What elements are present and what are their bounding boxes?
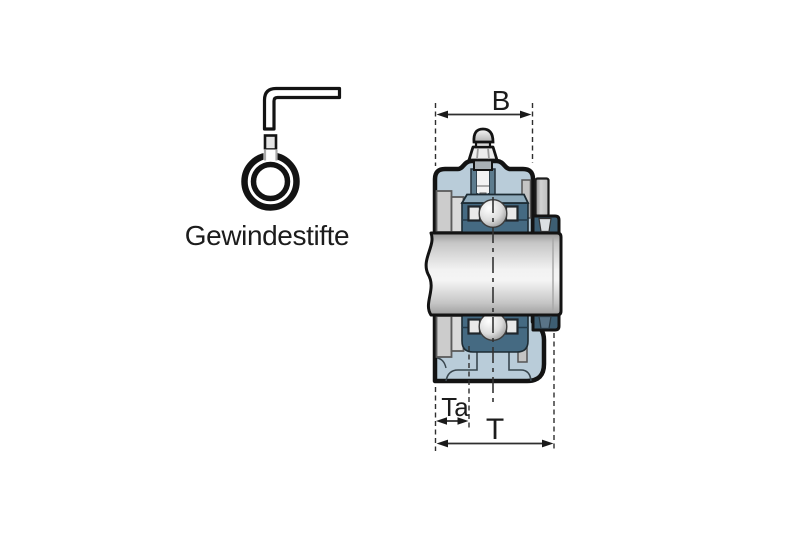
- nipple-dome: [472, 127, 495, 144]
- dimension-ta: Ta: [434, 346, 470, 451]
- housing-inner-fillet: [436, 357, 447, 369]
- locking-collar-right: [531, 177, 561, 332]
- collar-top-screw-hole: [538, 217, 552, 233]
- collar-bottom-screw-hole: [538, 315, 552, 330]
- legend-group: Gewindestifte: [185, 86, 350, 251]
- cage-bottom-left: [467, 318, 482, 335]
- cage-top-right: [504, 205, 519, 222]
- locking-ring-icon: [241, 149, 300, 211]
- seal-top-left-outer: [435, 190, 453, 233]
- set-screw-icon: [263, 134, 278, 151]
- dimension-b: B: [434, 85, 534, 166]
- grease-nipple: [467, 127, 499, 203]
- legend-label: Gewindestifte: [185, 220, 349, 251]
- nipple-hex: [467, 145, 499, 162]
- dimension-t-label: T: [486, 413, 504, 446]
- bearing-top: [460, 193, 530, 234]
- cage-bottom-right: [504, 318, 519, 335]
- seal-bottom-left-outer: [435, 315, 453, 358]
- dimension-t: T: [436, 333, 555, 451]
- nipple-shank: [473, 159, 493, 171]
- outer-ring-top-bevel: [460, 193, 530, 204]
- dimension-b-label: B: [492, 85, 511, 116]
- collar-sleeve-top: [534, 177, 550, 218]
- bearing-bottom: [461, 312, 529, 353]
- cage-top-left: [467, 205, 482, 222]
- hex-key-icon: [262, 86, 342, 131]
- dimension-ta-label: Ta: [441, 392, 469, 422]
